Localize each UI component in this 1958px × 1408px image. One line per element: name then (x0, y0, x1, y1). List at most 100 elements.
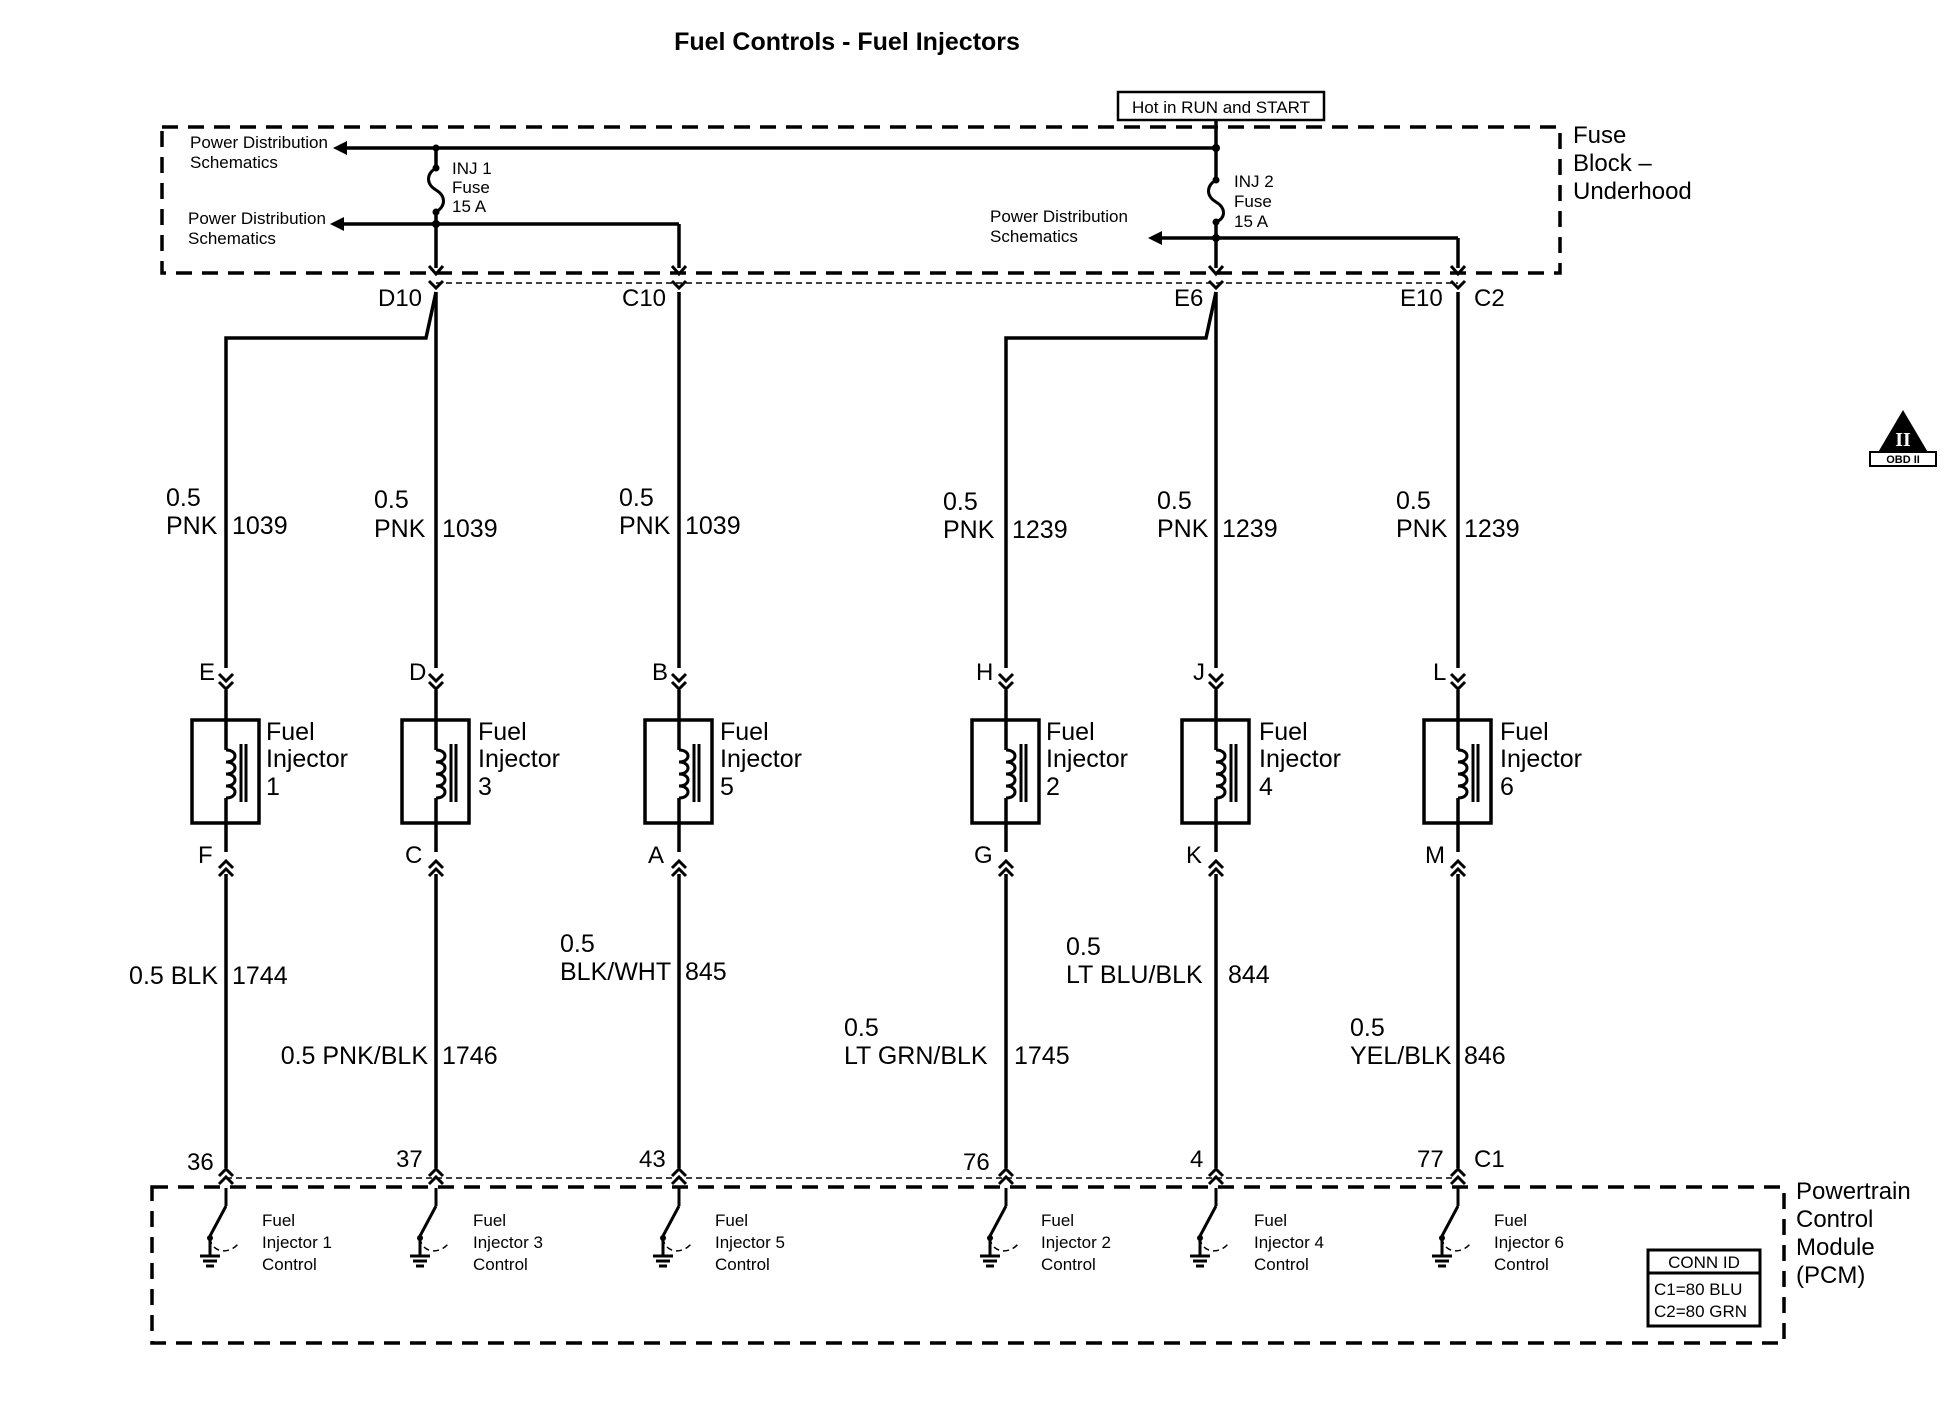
driver-injector-3 (408, 1186, 450, 1268)
injector6-top-pin: L (1433, 659, 1446, 686)
svg-text:Control: Control (715, 1255, 770, 1274)
driver-label-4: Fuel Injector 4 Control (1254, 1211, 1324, 1274)
control-wire-label-1: 0.5 BLK 1744 (129, 962, 288, 990)
svg-text:5: 5 (720, 773, 734, 801)
svg-text:Injector: Injector (1046, 745, 1128, 773)
svg-text:Fuel: Fuel (715, 1211, 748, 1230)
power-dist-label-1: Power Distribution Schematics (190, 133, 328, 172)
svg-text:0.5: 0.5 (844, 1014, 879, 1042)
svg-text:CONN ID: CONN ID (1668, 1253, 1740, 1272)
injector1-bottom-pin: F (198, 842, 213, 869)
svg-text:Fuel: Fuel (1041, 1211, 1074, 1230)
svg-text:845: 845 (685, 958, 727, 986)
svg-text:Control: Control (1494, 1255, 1549, 1274)
svg-text:INJ 1: INJ 1 (452, 159, 492, 178)
svg-text:0.5: 0.5 (1396, 487, 1431, 515)
svg-text:Fuel: Fuel (720, 718, 769, 746)
svg-text:Control: Control (1254, 1255, 1309, 1274)
fuse-pin-c2: C2 (1474, 285, 1505, 312)
svg-text:1: 1 (266, 773, 280, 801)
fuse-pin-e6: E6 (1174, 285, 1203, 312)
svg-text:0.5 BLK: 0.5 BLK (129, 962, 218, 990)
fuel-injector-3 (400, 718, 471, 825)
svg-text:Fuse: Fuse (452, 178, 490, 197)
svg-text:LT BLU/BLK: LT BLU/BLK (1066, 961, 1203, 989)
svg-text:Injector 5: Injector 5 (715, 1233, 785, 1252)
svg-text:0.5: 0.5 (619, 484, 654, 512)
driver-injector-1 (198, 1186, 240, 1268)
svg-text:15 A: 15 A (452, 197, 487, 216)
svg-text:Fuel: Fuel (266, 718, 315, 746)
svg-text:1039: 1039 (442, 515, 498, 543)
svg-text:Fuel: Fuel (1046, 718, 1095, 746)
injector3-bottom-pin: C (405, 842, 422, 869)
pcm-connector-label: C1 (1474, 1146, 1505, 1173)
svg-text:Power Distribution: Power Distribution (188, 209, 326, 228)
injector5-label: Fuel Injector 5 (720, 718, 802, 801)
pcm-pin-76: 76 (963, 1149, 990, 1176)
control-wire-label-6: 0.5 YEL/BLK 846 (1350, 1014, 1506, 1070)
driver-label-3: Fuel Injector 3 Control (473, 1211, 543, 1274)
fuse-pin-d10: D10 (378, 285, 422, 312)
svg-text:Fuel: Fuel (262, 1211, 295, 1230)
fuse-block-outline (160, 125, 1562, 275)
svg-text:6: 6 (1500, 773, 1514, 801)
supply-wire-label-3: 0.5 PNK 1039 (619, 484, 741, 540)
svg-text:1745: 1745 (1014, 1042, 1070, 1070)
svg-text:PNK: PNK (1396, 515, 1448, 543)
driver-label-2: Fuel Injector 2 Control (1041, 1211, 1111, 1274)
injector4-bottom-pin: K (1186, 842, 1202, 869)
injector5-bottom-pin: A (648, 842, 664, 869)
svg-text:0.5: 0.5 (560, 930, 595, 958)
injector1-top-pin: E (199, 659, 215, 686)
svg-text:Fuse: Fuse (1573, 122, 1626, 149)
power-dist-label-3: Power Distribution Schematics (990, 207, 1128, 246)
svg-text:Injector: Injector (720, 745, 802, 773)
svg-text:Injector 4: Injector 4 (1254, 1233, 1324, 1252)
svg-text:1746: 1746 (442, 1042, 498, 1070)
fuel-injector-5 (643, 718, 714, 825)
svg-text:Power Distribution: Power Distribution (990, 207, 1128, 226)
fuse-pin-c10: C10 (622, 285, 666, 312)
svg-text:Powertrain: Powertrain (1796, 1178, 1911, 1205)
svg-text:Control: Control (262, 1255, 317, 1274)
svg-text:Control: Control (1796, 1206, 1873, 1233)
svg-text:Fuel: Fuel (478, 718, 527, 746)
svg-text:15 A: 15 A (1234, 212, 1269, 231)
svg-text:1239: 1239 (1222, 515, 1278, 543)
inj1-fuse-label: INJ 1 Fuse 15 A (452, 159, 492, 216)
svg-text:0.5: 0.5 (1157, 487, 1192, 515)
control-wire-label-2: 0.5 PNK/BLK 1746 (281, 1042, 498, 1070)
svg-text:4: 4 (1259, 773, 1273, 801)
svg-text:3: 3 (478, 773, 492, 801)
svg-text:Schematics: Schematics (990, 227, 1078, 246)
power-dist-arrow-3 (1148, 231, 1162, 245)
svg-text:1239: 1239 (1012, 516, 1068, 544)
svg-text:Power Distribution: Power Distribution (190, 133, 328, 152)
power-source-box (1116, 90, 1326, 122)
svg-text:Fuel: Fuel (473, 1211, 506, 1230)
svg-text:LT GRN/BLK: LT GRN/BLK (844, 1042, 988, 1070)
svg-text:Fuse: Fuse (1234, 192, 1272, 211)
obd-ii-icon: II OBD II (1869, 410, 1937, 467)
svg-text:PNK: PNK (374, 515, 426, 543)
driver-injector-6 (1430, 1186, 1472, 1268)
svg-text:C1=80 BLU: C1=80 BLU (1654, 1280, 1742, 1299)
fuel-injector-6 (1422, 718, 1493, 825)
svg-text:Fuel: Fuel (1494, 1211, 1527, 1230)
svg-text:Module: Module (1796, 1234, 1875, 1261)
power-dist-arrow-2 (330, 217, 344, 231)
svg-text:Control: Control (1041, 1255, 1096, 1274)
injector2-top-pin: H (976, 659, 993, 686)
injector5-top-pin: B (652, 659, 668, 686)
fuse-block-label: Fuse Block – Underhood (1573, 122, 1692, 205)
inj2-fuse-symbol (1207, 178, 1225, 224)
pcm-pin-43: 43 (639, 1146, 666, 1173)
fuse-pin-e10: E10 (1400, 285, 1443, 312)
svg-text:Injector: Injector (478, 745, 560, 773)
svg-text:0.5: 0.5 (1066, 933, 1101, 961)
svg-text:YEL/BLK: YEL/BLK (1350, 1042, 1452, 1070)
injector6-bottom-pin: M (1425, 842, 1445, 869)
svg-text:PNK: PNK (943, 516, 995, 544)
svg-text:Injector 6: Injector 6 (1494, 1233, 1564, 1252)
